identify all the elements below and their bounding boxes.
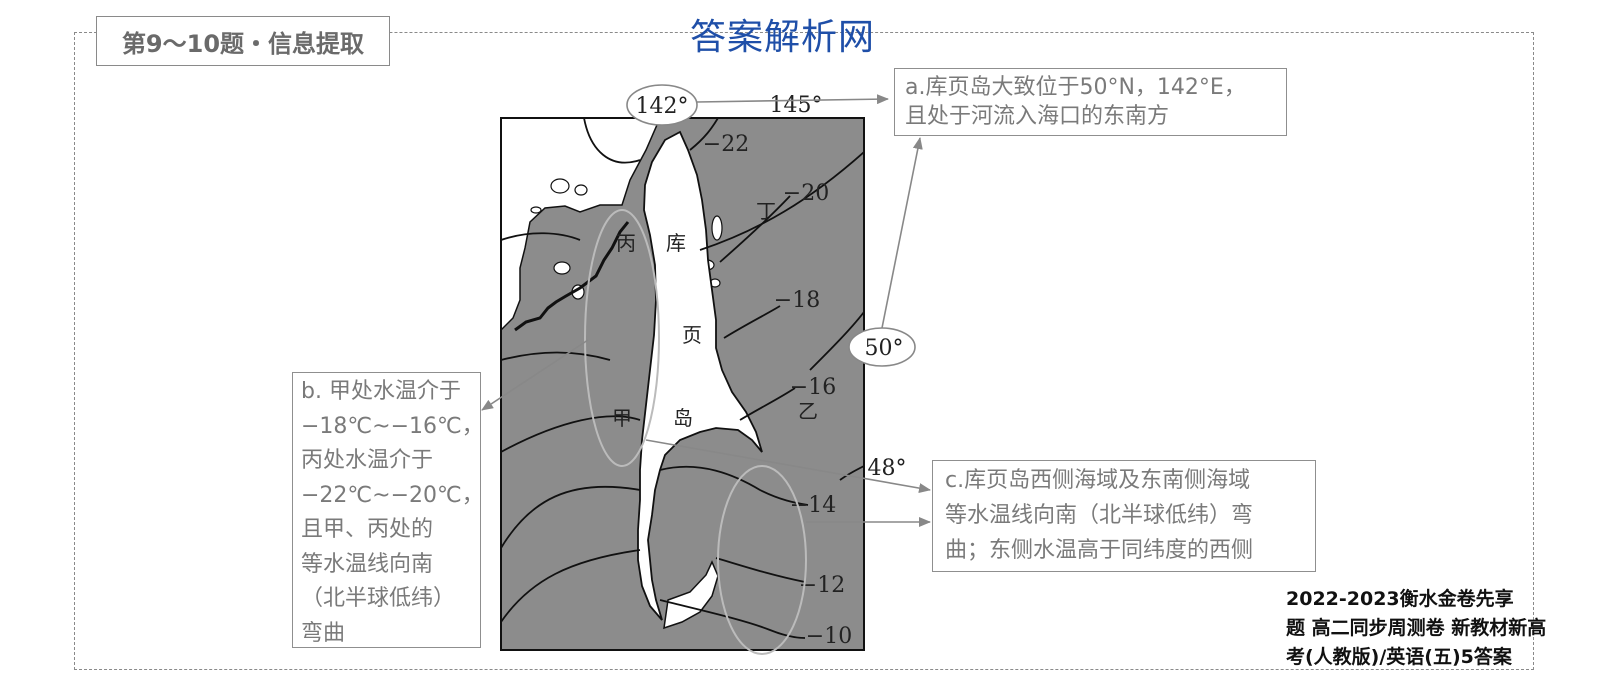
note-line: 曲；东侧水温高于同纬度的西侧 <box>945 538 1254 563</box>
note-line: c.库页岛西侧海域及东南侧海域 <box>945 468 1251 493</box>
region-southeast-ellipse <box>717 465 807 655</box>
footer-caption: 2022-2023衡水金卷先享 题 高二同步周测卷 新教材新高 考(人教版)/英… <box>1286 585 1598 672</box>
isotherm-line <box>809 311 864 371</box>
footer-line: 题 高二同步周测卷 新教材新高 <box>1286 617 1547 639</box>
sakhalin-island <box>637 130 763 621</box>
island-name-char: 页 <box>682 323 702 347</box>
arrow-ellipse-to-b <box>481 339 589 411</box>
footer-line: 考(人教版)/英语(五)5答案 <box>1286 646 1512 668</box>
isotherm-line <box>583 118 641 164</box>
section-label: 第9～10题・信息提取 <box>96 16 390 66</box>
isotherm-line <box>715 557 806 583</box>
note-line: 且甲、丙处的 <box>301 517 434 542</box>
isotherm-line <box>739 387 796 421</box>
arrow-50-to-a <box>881 137 923 329</box>
annotation-arrows <box>481 94 931 527</box>
point-jia: 甲 <box>612 406 632 430</box>
note-line: a.库页岛大致位于50°N，142°E， <box>905 75 1246 100</box>
point-bing: 丙 <box>616 231 636 255</box>
dashed-frame <box>74 32 1534 670</box>
isotherm-line <box>501 549 641 623</box>
isotherm-line <box>723 305 781 339</box>
arrow-142-to-a <box>696 94 889 105</box>
note-b: b. 甲处水温介于 −18℃~−16℃， 丙处水温介于 −22℃~−20℃， 且… <box>292 372 484 648</box>
island-name-char: 库 <box>666 231 686 255</box>
footer-line: 2022-2023衡水金卷先享 <box>1286 588 1514 610</box>
note-c: c.库页岛西侧海域及东南侧海域 等水温线向南（北半球低纬）弯 曲；东侧水温高于同… <box>932 460 1316 572</box>
isotherm-label: −18 <box>774 288 820 313</box>
isotherm-line <box>501 351 611 361</box>
note-line: −22℃~−20℃， <box>301 482 484 508</box>
mainland <box>501 118 661 332</box>
lon-145-label: 145° <box>770 93 823 118</box>
point-yi: 乙 <box>798 399 818 423</box>
river <box>514 221 630 332</box>
isotherm-line <box>501 415 641 453</box>
note-line: 丙处水温介于 <box>301 448 434 473</box>
lat-48-label: 48° <box>868 456 907 481</box>
isotherm-line <box>719 195 791 263</box>
region-bing-jia-ellipse <box>584 209 660 467</box>
islet <box>550 178 570 194</box>
isotherm-line <box>689 118 719 151</box>
note-line: b. 甲处水温介于 <box>301 379 461 404</box>
islet <box>553 261 571 275</box>
lon-142-ellipse <box>626 84 698 126</box>
arrow-jia-to-c <box>645 439 931 494</box>
lon-142-label: 142° <box>636 94 689 119</box>
point-ding: 丁 <box>756 199 776 223</box>
note-line: 等水温线向南 <box>301 551 434 577</box>
isotherm-label: −16 <box>790 375 836 400</box>
islet <box>574 184 588 196</box>
isotherm-line <box>501 232 581 241</box>
islet <box>530 206 542 214</box>
isotherm-label: −12 <box>799 573 845 598</box>
watermark: 答案解析网 <box>690 17 876 58</box>
isotherm-label: −22 <box>703 132 749 157</box>
lat-50-label: 50° <box>865 336 904 361</box>
isotherm-label: −20 <box>783 181 829 206</box>
island-name-char: 岛 <box>673 406 693 430</box>
note-line: −18℃~−16℃， <box>301 413 484 439</box>
note-line: 且处于河流入海口的东南方 <box>905 104 1170 129</box>
isotherm-line <box>659 599 806 639</box>
sakhalin-south <box>663 560 719 630</box>
note-line: （北半球低纬） <box>301 586 456 611</box>
isotherm-label: −10 <box>806 624 852 649</box>
isotherm-label: −14 <box>790 493 836 518</box>
note-a: a.库页岛大致位于50°N，142°E， 且处于河流入海口的东南方 <box>894 68 1287 136</box>
note-line: 弯曲 <box>301 620 346 646</box>
isotherms <box>501 118 864 639</box>
note-line: 等水温线向南（北半球低纬）弯 <box>945 503 1254 528</box>
isotherm-line <box>659 465 809 506</box>
isotherm-line <box>699 151 864 251</box>
isotherm-line <box>839 465 864 481</box>
isotherm-line <box>501 485 641 549</box>
islet <box>711 215 723 241</box>
